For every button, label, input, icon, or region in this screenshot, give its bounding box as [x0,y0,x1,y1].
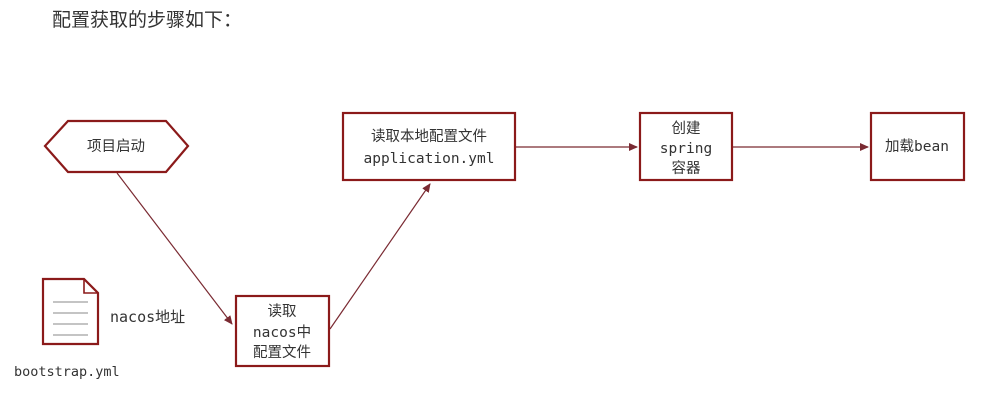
page-heading: 配置获取的步骤如下： [52,9,243,31]
bootstrap-file: nacos地址 bootstrap.yml [14,277,185,380]
read-nacos-line-3: 配置文件 [253,344,311,361]
file-name: bootstrap.yml [14,364,120,380]
read-nacos-box [234,294,331,368]
node-project-start: 项目启动 [43,119,190,174]
load-bean-label: 加载bean [885,138,949,155]
start-hexagon-shape [43,119,190,174]
create-spring-line-2: spring [660,141,712,157]
create-spring-line-1: 创建 [672,120,701,137]
read-local-line-1: 读取本地配置文件 [371,128,487,145]
document-icon [41,277,100,346]
create-spring-line-3: 容器 [672,160,701,177]
edge-start-to-read-nacos [116,172,233,325]
read-nacos-line-1: 读取 [268,303,297,320]
file-annotation: nacos地址 [110,308,185,326]
load-bean-box [869,111,966,182]
create-spring-box [638,111,734,182]
node-create-spring-container: 创建 spring 容器 [638,111,734,182]
start-label: 项目启动 [87,138,145,155]
read-local-line-2: application.yml [364,151,495,167]
read-nacos-line-2: nacos中 [253,324,311,341]
edge-read-nacos-to-read-local [329,183,431,330]
read-local-box [341,111,517,182]
node-read-local-config: 读取本地配置文件 application.yml [341,111,517,182]
node-read-nacos-config: 读取 nacos中 配置文件 [234,294,331,368]
node-load-bean: 加载bean [869,111,966,182]
